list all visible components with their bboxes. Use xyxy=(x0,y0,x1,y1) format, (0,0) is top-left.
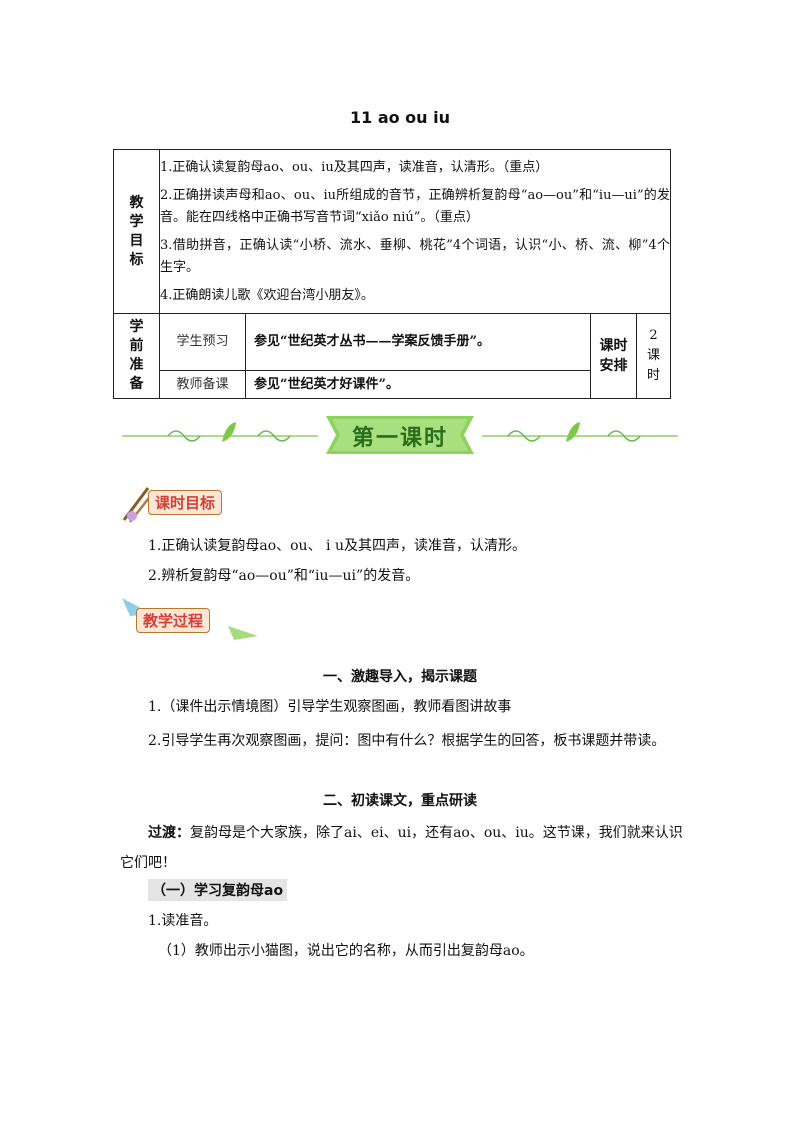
section-1-item: 2.引导学生再次观察图画，提问：图中有什么？根据学生的回答，板书课题并带读。 xyxy=(148,733,666,749)
step-detail-text: （1）教师出示小猫图，说出它的名称，从而引出复韵母ao。 xyxy=(158,943,534,959)
student-prep-label: 学生预习 xyxy=(159,313,246,371)
banner-ribbon: 第一课时 xyxy=(318,415,482,453)
goal-item: 3.借助拼音，正确认读“小桥、流水、垂柳、桃花”4个词语，认识“小、桥、流、柳”… xyxy=(160,237,670,275)
lesson-banner: 第一课时 xyxy=(118,414,682,456)
transition-label: 过渡： xyxy=(148,825,190,841)
section-1-heading: 一、激趣导入，揭示课题 xyxy=(323,669,477,685)
prep-header-text: 学前准备 xyxy=(129,319,144,392)
lesson-plan-table: 教学目标 1.正确认读复韵母ao、ou、iu及其四声，读准音，认清形。（重点） … xyxy=(113,149,672,399)
banner-text: 第一课时 xyxy=(351,426,448,451)
schedule-label: 课时安排 xyxy=(589,313,637,399)
schedule-label-text: 课时安排 xyxy=(599,338,628,374)
objective-item: 1.正确认读复韵母ao、ou、 i u及其四声，读准音，认清形。 xyxy=(148,538,526,554)
objectives-badge: 课时目标 xyxy=(118,484,258,524)
objectives-badge-label: 课时目标 xyxy=(148,490,223,515)
teacher-prep-label: 教师备课 xyxy=(159,370,246,399)
transition-text: 复韵母是个大家族，除了ai、ei、ui，还有ao、ou、iu。这节课，我们就来认… xyxy=(120,825,683,871)
goal-header-text: 教学目标 xyxy=(129,194,144,268)
objective-item: 2.辨析复韵母“ao—ou”和“iu—ui”的发音。 xyxy=(148,568,420,584)
goal-list: 1.正确认读复韵母ao、ou、iu及其四声，读准音，认清形。（重点） 2.正确拼… xyxy=(159,149,671,314)
process-badge-label: 教学过程 xyxy=(136,608,211,633)
sub-heading: （一）学习复韵母ao xyxy=(148,879,288,901)
goal-item: 2.正确拼读声母和ao、ou、iu所组成的音节，正确辨析复韵母“ao—ou”和“… xyxy=(160,187,670,225)
teacher-prep-value: 参见“世纪英才好课件”。 xyxy=(245,370,591,399)
student-prep-value: 参见“世纪英才丛书——学案反馈手册”。 xyxy=(245,313,591,371)
lesson-title: 11 ao ou iu xyxy=(349,108,451,127)
section-2-heading: 二、初读课文，重点研读 xyxy=(323,793,477,809)
goal-item: 1.正确认读复韵母ao、ou、iu及其四声，读准音，认清形。（重点） xyxy=(160,159,549,175)
transition-paragraph: 过渡：复韵母是个大家族，除了ai、ei、ui，还有ao、ou、iu。这节课，我们… xyxy=(120,818,683,878)
vine-decoration-icon xyxy=(122,416,678,454)
schedule-hours: 2课时 xyxy=(635,313,672,399)
section-1-item: 1.（课件出示情境图）引导学生观察图画，教师看图讲故事 xyxy=(148,699,512,715)
process-badge: 教学过程 xyxy=(118,596,263,642)
goal-header: 教学目标 xyxy=(113,149,160,314)
prep-header: 学前准备 xyxy=(113,313,160,399)
goal-item: 4.正确朗读儿歌《欢迎台湾小朋友》。 xyxy=(160,287,374,303)
step-text: 1.读准音。 xyxy=(148,913,218,929)
schedule-hours-text: 2课时 xyxy=(646,328,660,383)
